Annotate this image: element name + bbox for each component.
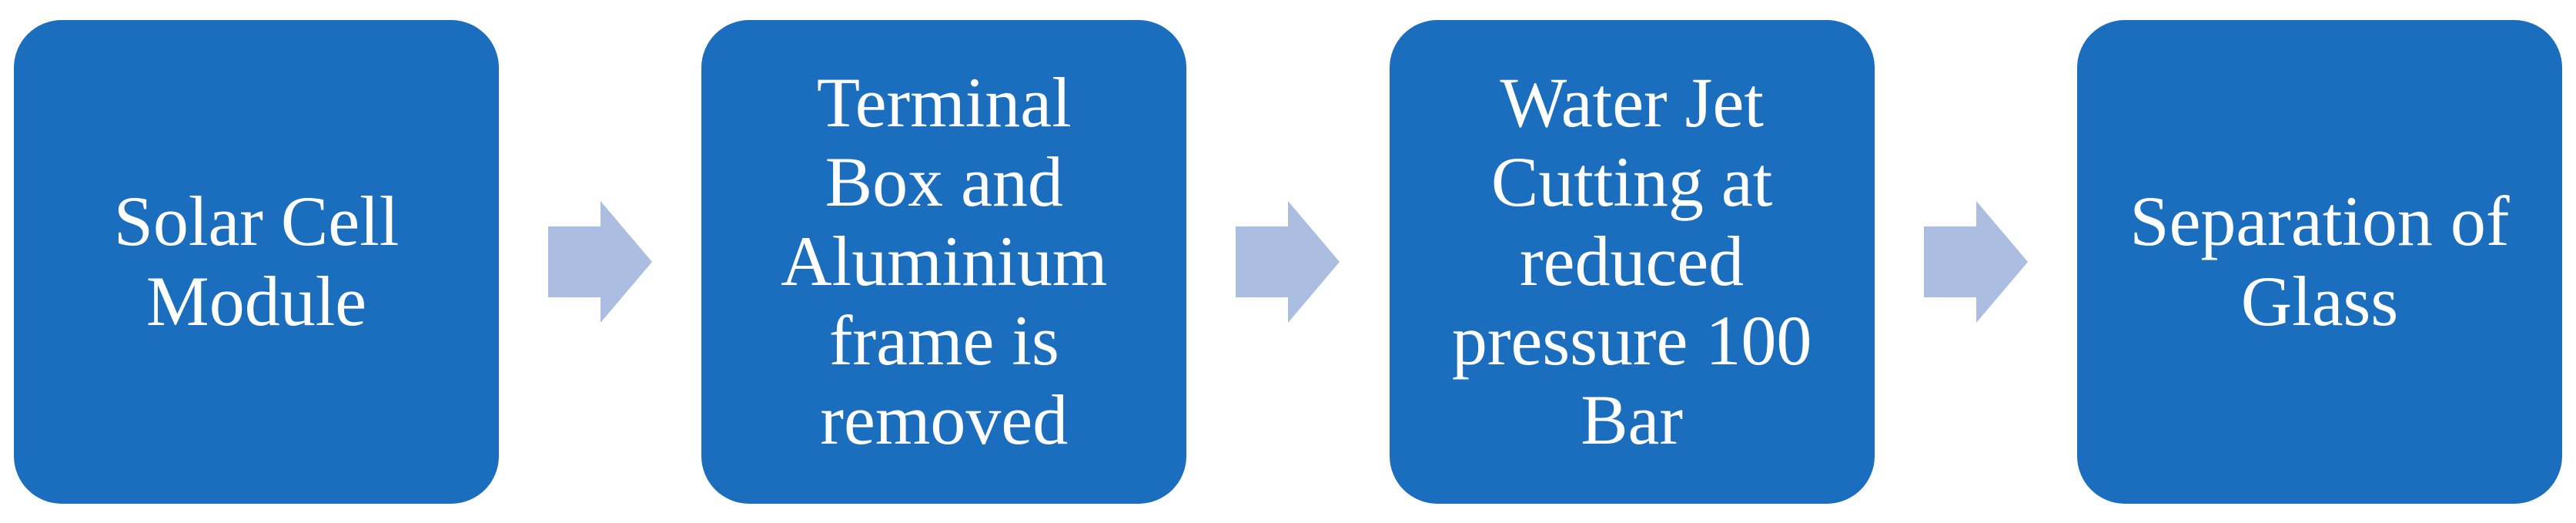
flow-step-separation-of-glass: Separation of Glass: [2076, 19, 2562, 504]
right-arrow-shape: [1236, 200, 1340, 323]
right-arrow-icon: [1923, 200, 2028, 323]
flow-step-solar-cell-module: Solar Cell Module: [14, 19, 499, 504]
flow-step-label: Water Jet Cutting at reduced pressure 10…: [1451, 62, 1812, 460]
flow-step-label: Terminal Box and Aluminium frame is remo…: [781, 62, 1108, 460]
right-arrow-icon: [548, 200, 653, 323]
right-arrow-icon: [1236, 200, 1340, 323]
flow-step-terminal-box-frame-removed: Terminal Box and Aluminium frame is remo…: [701, 19, 1187, 504]
right-arrow-shape: [548, 200, 653, 323]
flow-step-label: Solar Cell Module: [113, 182, 400, 340]
flow-step-label: Separation of Glass: [2129, 182, 2510, 340]
right-arrow-shape: [1923, 200, 2028, 323]
flow-step-water-jet-cutting: Water Jet Cutting at reduced pressure 10…: [1389, 19, 1875, 504]
